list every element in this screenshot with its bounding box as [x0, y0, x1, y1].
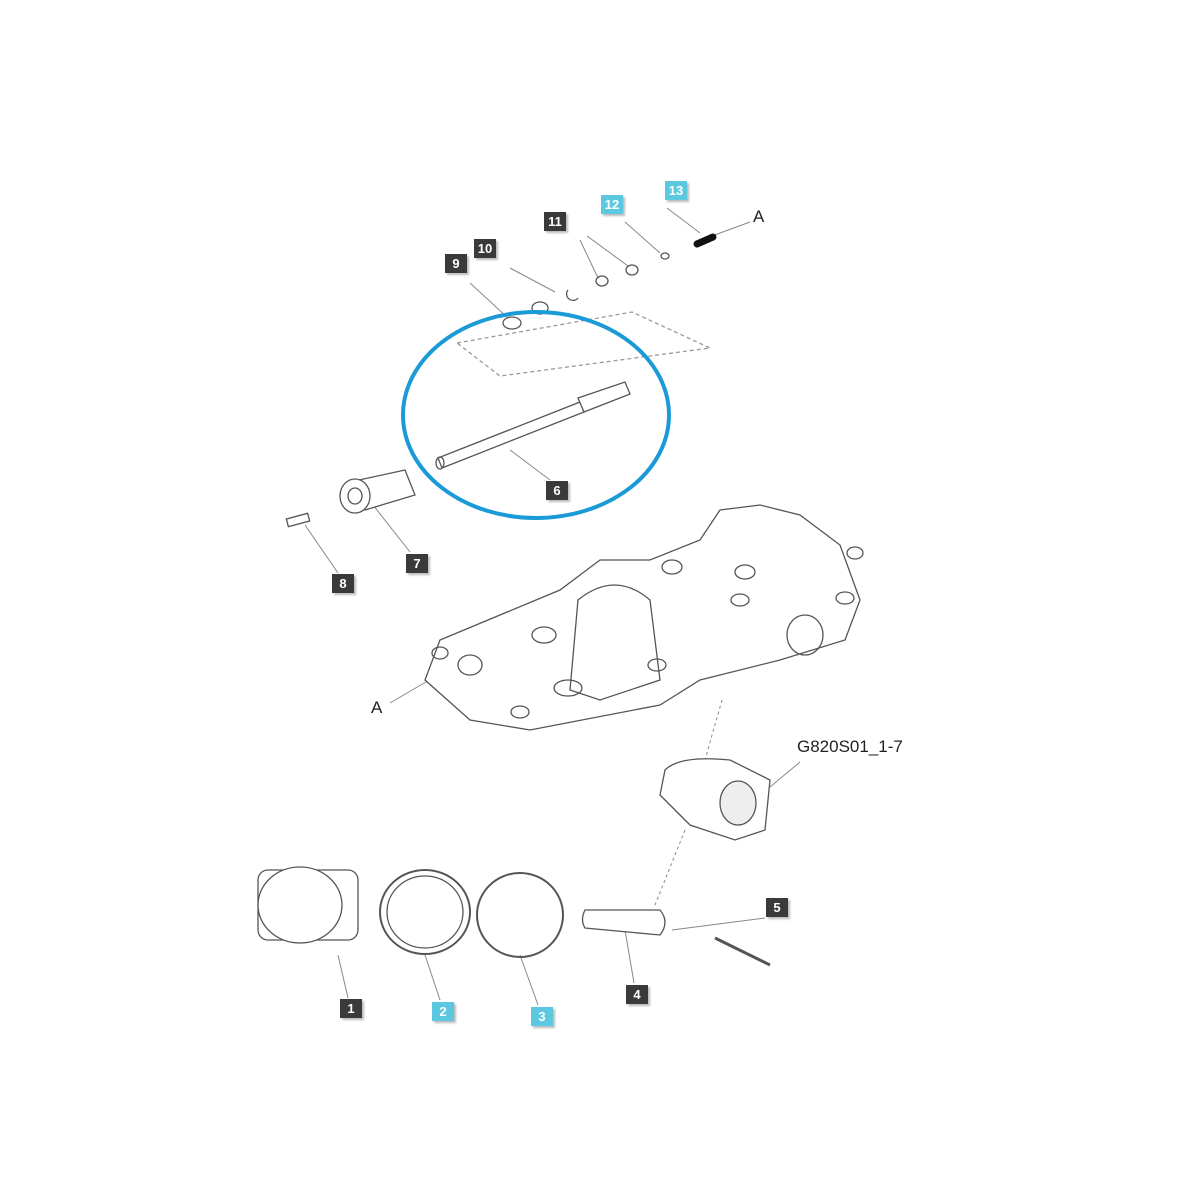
- shaft-part-6: [435, 381, 631, 470]
- highlight-circle: [401, 310, 671, 520]
- callout-10[interactable]: 10: [474, 239, 496, 258]
- callout-5[interactable]: 5: [766, 898, 788, 917]
- filter-part-1: [257, 866, 359, 944]
- callout-13[interactable]: 13: [665, 181, 687, 200]
- reference-mark-a-housing: A: [371, 698, 383, 717]
- reference-mark-a-top: A: [753, 207, 765, 226]
- filter-assembly: [659, 758, 771, 841]
- callout-3[interactable]: 3: [531, 1007, 553, 1026]
- callout-8[interactable]: 8: [332, 574, 354, 593]
- callout-1[interactable]: 1: [340, 999, 362, 1018]
- bushing-part-7: [339, 469, 416, 514]
- callout-6[interactable]: 6: [546, 481, 568, 500]
- callout-9[interactable]: 9: [445, 254, 467, 273]
- lift-housing: [424, 504, 864, 731]
- callout-4[interactable]: 4: [626, 985, 648, 1004]
- leader-lines: [304, 207, 801, 1006]
- diagram-reference-code: G820S01_1-7: [797, 737, 903, 756]
- callout-7[interactable]: 7: [406, 554, 428, 573]
- callout-2[interactable]: 2: [432, 1002, 454, 1021]
- callout-11[interactable]: 11: [544, 212, 566, 231]
- callout-12[interactable]: 12: [601, 195, 623, 214]
